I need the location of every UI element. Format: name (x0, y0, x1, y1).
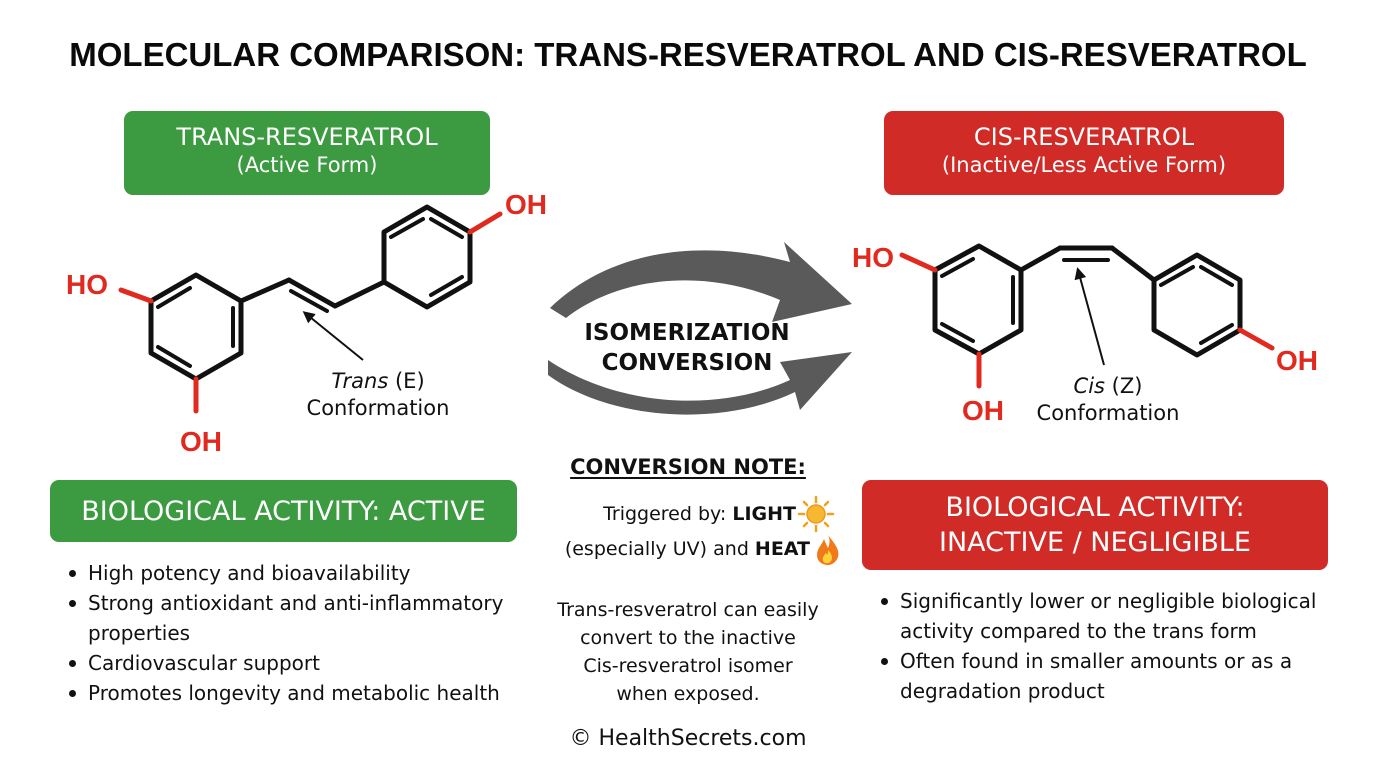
trigger-prefix: Triggered by: (603, 503, 727, 525)
list-item: High potency and bioavailability (64, 558, 534, 588)
trans-structure (118, 204, 503, 414)
trans-name-banner: TRANS-RESVERATROL (Active Form) (124, 111, 490, 195)
cis-oh-right: OH (1276, 345, 1318, 376)
cis-left-ring (932, 243, 1024, 357)
cis-activity-banner: BIOLOGICAL ACTIVITY: INACTIVE / NEGLIGIB… (862, 480, 1328, 570)
trigger-line-2: (especially UV) and HEAT (540, 538, 810, 560)
fire-icon (817, 535, 839, 565)
upper-curved-arrow (550, 242, 852, 322)
isomerization-line2: CONVERSION (601, 350, 773, 376)
trans-left-ring (148, 272, 244, 382)
cis-activity-line1: BIOLOGICAL ACTIVITY: (945, 492, 1245, 523)
trans-activity-text: BIOLOGICAL ACTIVITY: ACTIVE (81, 495, 486, 527)
isomerization-arrows (548, 242, 852, 415)
cis-oh-bottom: OH (962, 395, 1004, 426)
cis-oh-left: HO (852, 242, 894, 273)
trans-activity-banner: BIOLOGICAL ACTIVITY: ACTIVE (50, 480, 517, 542)
conversion-description: Trans-resveratrol can easily convert to … (530, 596, 846, 708)
cis-conformation-text: Conformation (1036, 401, 1180, 425)
cis-pointer-arrow (1074, 267, 1105, 366)
cis-conformation-word: Cis (1073, 374, 1105, 398)
trans-oh-bonds (118, 211, 503, 414)
isomerization-label: ISOMERIZATION CONVERSION (562, 318, 812, 378)
page-title: MOLECULAR COMPARISON: TRANS-RESVERATROL … (69, 36, 1307, 73)
cis-right-ring (1151, 252, 1243, 358)
trans-oh-top: OH (505, 189, 547, 220)
description-line: Trans-resveratrol can easily (557, 599, 819, 621)
cis-activity-line2: INACTIVE / NEGLIGIBLE (939, 527, 1251, 558)
isomerization-line1: ISOMERIZATION (584, 320, 790, 346)
copyright-footer: © HealthSecrets.com (569, 726, 807, 751)
list-item: Significantly lower or negligible biolog… (876, 586, 1346, 646)
cis-conformation-label: Cis (Z) Conformation (1020, 373, 1196, 427)
list-item: Strong antioxidant and anti-inflammatory… (64, 588, 534, 648)
trans-double-bond (238, 277, 387, 313)
description-line: convert to the inactive (580, 627, 796, 649)
list-item: Cardiovascular support (64, 648, 534, 678)
cis-double-bond (1018, 245, 1157, 283)
lower-curved-arrow (548, 352, 852, 415)
cis-oh-bonds (899, 252, 1275, 389)
sun-icon (797, 495, 835, 533)
cis-name: CIS-RESVERATROL (973, 123, 1195, 151)
trans-oh-bottom: OH (180, 426, 222, 457)
trigger-line-1: Triggered by: LIGHT (560, 503, 796, 525)
list-item: Promotes longevity and metabolic health (64, 678, 534, 708)
cis-form: (Inactive/Less Active Form) (941, 153, 1227, 177)
description-line: Cis-resveratrol isomer (583, 655, 793, 677)
trans-oh-left: HO (66, 269, 108, 300)
trans-conformation-word: Trans (331, 369, 389, 393)
trans-name: TRANS-RESVERATROL (176, 123, 438, 151)
trigger-heat: HEAT (754, 538, 810, 560)
trans-conformation-code: (E) (394, 369, 425, 393)
trans-benefits-list: High potency and bioavailability Strong … (64, 558, 534, 708)
trans-conformation-text: Conformation (306, 396, 450, 420)
cis-structure (899, 243, 1275, 389)
trans-right-ring (381, 204, 473, 310)
cis-conformation-code: (Z) (1111, 374, 1143, 398)
cis-name-banner: CIS-RESVERATROL (Inactive/Less Active Fo… (884, 111, 1284, 195)
trigger-paren: (especially UV) and (564, 538, 749, 560)
trans-form: (Active Form) (236, 153, 378, 177)
conversion-note-heading: CONVERSION NOTE: (570, 455, 806, 479)
description-line: when exposed. (616, 683, 760, 705)
trans-conformation-label: Trans (E) Conformation (290, 368, 466, 422)
trigger-light: LIGHT (732, 503, 796, 525)
cis-properties-list: Significantly lower or negligible biolog… (876, 586, 1346, 706)
list-item: Often found in smaller amounts or as a d… (876, 646, 1346, 706)
trans-pointer-arrow (302, 311, 364, 361)
